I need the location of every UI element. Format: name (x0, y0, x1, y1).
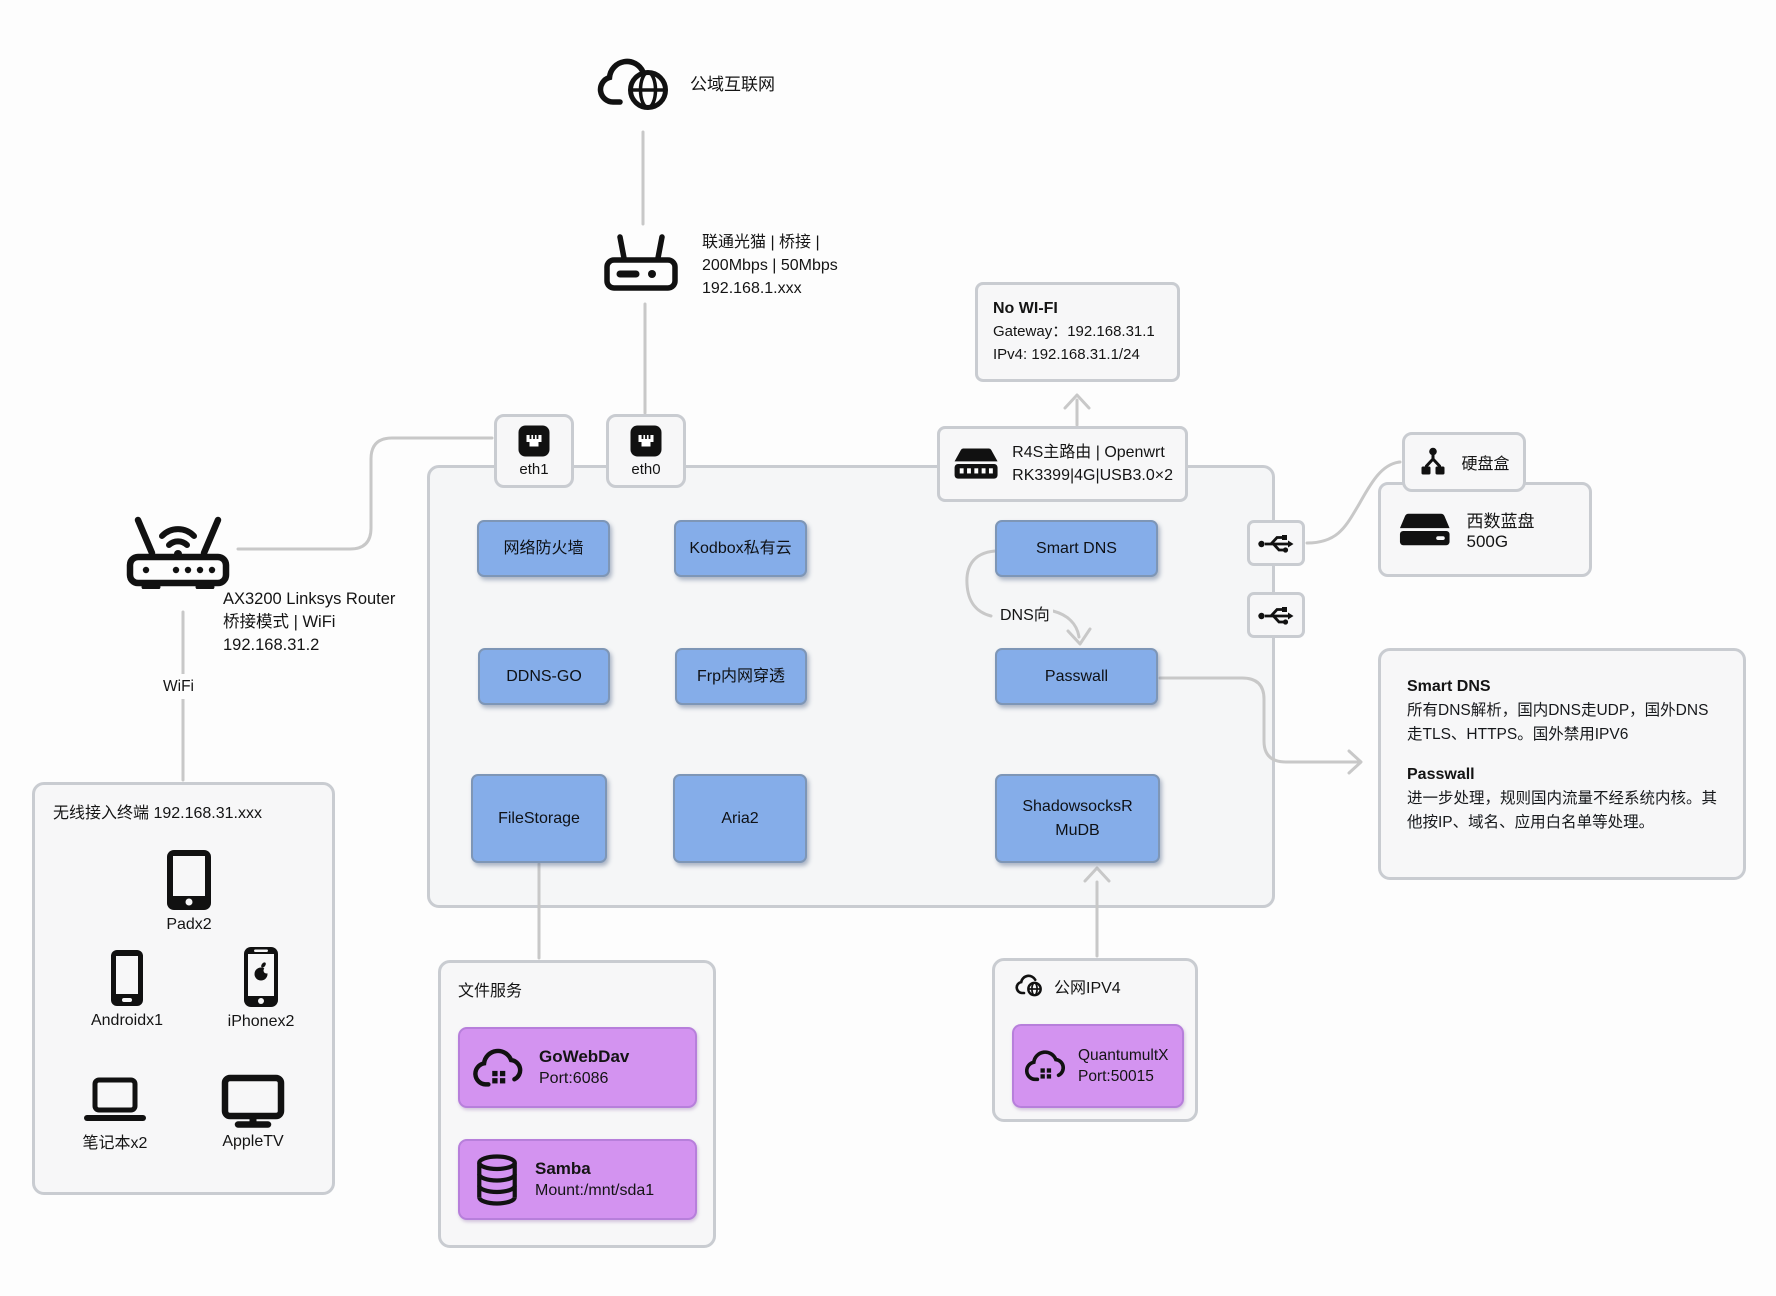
modem-line-2: 200Mbps | 50Mbps (702, 257, 838, 274)
eth1-port: eth1 (494, 414, 574, 488)
note-passwall-title: Passwall (1407, 766, 1475, 783)
service-passwall: Passwall (995, 648, 1158, 705)
quantumultx-block: QuantumultX Port:50015 (1012, 1024, 1184, 1108)
service-aria2: Aria2 (673, 774, 807, 863)
usb-hub-branch-icon (1421, 447, 1445, 475)
ax3200-label: AX3200 Linksys Router 桥接模式 | WiFi 192.16… (223, 588, 395, 657)
wd-blue-disk-box: 西数蓝盘500G (1378, 482, 1592, 577)
internet-label: 公域互联网 (690, 75, 775, 94)
samba-mount: Mount:/mnt/sda1 (535, 1182, 655, 1199)
service-frp: Frp内网穿透 (675, 648, 807, 705)
dns-passwall-notes-box: Smart DNS 所有DNS解析，国内DNS走UDP，国外DNS走TLS、HT… (1378, 648, 1746, 880)
usb-port-1 (1247, 520, 1305, 566)
cloud-proxy-icon (1024, 1050, 1066, 1082)
no-wifi-title: No WI-FI (993, 300, 1058, 317)
device-label: AppleTV (222, 1133, 284, 1150)
device-android: Androidx1 (81, 949, 173, 1030)
ax3200-line-1: AX3200 Linksys Router (223, 590, 396, 608)
r4s-router-box: R4S主路由 | Openwrt RK3399|4G|USB3.0×2 (937, 426, 1188, 502)
ethernet-port-icon (518, 425, 550, 457)
hard-drive-icon (1399, 513, 1450, 545)
ax3200-line-3: 192.168.31.2 (223, 636, 320, 654)
no-wifi-gateway: Gateway：192.168.31.1 (993, 323, 1155, 340)
wifi-link-label: WiFi (158, 674, 199, 699)
laptop-icon (84, 1077, 146, 1121)
gowebdav-block: GoWebDav Port:6086 (458, 1027, 697, 1108)
android-phone-icon (111, 950, 143, 1006)
enclosure-label: 硬盘盒 (1461, 456, 1510, 473)
usb-icon (1258, 607, 1294, 625)
service-smartdns: Smart DNS (995, 520, 1158, 577)
note-passwall-body: 进一步处理，规则国内流量不经系统内核。其他按IP、域名、应用白名单等处理。 (1407, 790, 1718, 831)
wd-disk-label: 西数蓝盘500G (1466, 512, 1535, 551)
iphone-icon (244, 947, 278, 1007)
device-label: 笔记本x2 (82, 1135, 148, 1152)
device-label: Androidx1 (90, 1012, 164, 1029)
internet-cloud-globe-icon (597, 58, 668, 110)
service-ddns-go: DDNS-GO (478, 648, 610, 705)
modem-icon (604, 234, 678, 291)
ax3200-line-2: 桥接模式 | WiFi (223, 613, 336, 631)
file-services-title: 文件服务 (458, 983, 523, 1000)
device-label: iPhonex2 (227, 1013, 295, 1030)
r4s-line-1: R4S主路由 | Openwrt (1012, 444, 1165, 461)
device-appletv: AppleTV (207, 1074, 299, 1151)
modem-line-1: 联通光猫 | 桥接 | (702, 234, 820, 251)
service-shadowsocksr: ShadowsocksR MuDB (995, 774, 1160, 863)
ssr-line-2: MuDB (1055, 821, 1100, 839)
note-smartdns-body: 所有DNS解析，国内DNS走UDP，国外DNS走TLS、HTTPS。国外禁用IP… (1407, 702, 1709, 743)
device-pad: Padx2 (143, 849, 235, 934)
wireless-box-title: 无线接入终端 192.168.31.xxx (53, 805, 262, 822)
modem-line-3: 192.168.1.xxx (702, 280, 802, 297)
public-ipv4-box: 公网IPV4 QuantumultX Port:50015 (992, 958, 1198, 1122)
service-kodbox: Kodbox私有云 (674, 520, 807, 577)
gowebdav-name: GoWebDav (539, 1047, 630, 1066)
wifi-router-icon (126, 516, 230, 589)
note-smartdns-title: Smart DNS (1407, 678, 1491, 695)
device-label: Padx2 (166, 916, 212, 933)
usb-port-2 (1247, 592, 1305, 638)
file-services-box: 文件服务 GoWebDav Port:6086 (438, 960, 716, 1248)
dns-flow-label: DNS向 (997, 604, 1053, 627)
tablet-icon (167, 850, 211, 910)
samba-block: Samba Mount:/mnt/sda1 (458, 1139, 697, 1220)
ssr-line-1: ShadowsocksR (1022, 797, 1133, 815)
gowebdav-port: Port:6086 (539, 1070, 609, 1087)
r4s-device-icon (954, 448, 998, 479)
device-iphone: iPhonex2 (215, 946, 307, 1031)
tv-icon (221, 1074, 285, 1128)
quantumultx-name: QuantumultX (1078, 1047, 1169, 1064)
ethernet-port-icon (630, 425, 662, 457)
service-firewall: 网络防火墙 (477, 520, 610, 577)
modem-label: 联通光猫 | 桥接 | 200Mbps | 50Mbps 192.168.1.x… (702, 231, 838, 300)
usb-icon (1258, 535, 1294, 553)
no-wifi-ipv4: IPv4: 192.168.31.1/24 (993, 346, 1140, 363)
samba-name: Samba (535, 1159, 591, 1178)
small-cloud-globe-icon (1015, 974, 1042, 997)
wireless-terminals-box: 无线接入终端 192.168.31.xxx Padx2 Androidx1 (32, 782, 335, 1195)
disk-enclosure-box: 硬盘盒 (1402, 432, 1526, 492)
no-wifi-info-box: No WI-FI Gateway：192.168.31.1 IPv4: 192.… (975, 282, 1180, 382)
eth0-label: eth0 (631, 461, 661, 478)
service-filestorage: FileStorage (471, 774, 607, 863)
r4s-line-2: RK3399|4G|USB3.0×2 (1012, 467, 1173, 484)
eth1-label: eth1 (519, 461, 549, 478)
public-ipv4-title: 公网IPV4 (1054, 980, 1121, 997)
eth0-port: eth0 (606, 414, 686, 488)
database-icon (477, 1153, 517, 1206)
quantumultx-port: Port:50015 (1078, 1068, 1154, 1085)
cloud-storage-icon (473, 1048, 523, 1087)
device-laptop: 笔记本x2 (69, 1076, 161, 1153)
